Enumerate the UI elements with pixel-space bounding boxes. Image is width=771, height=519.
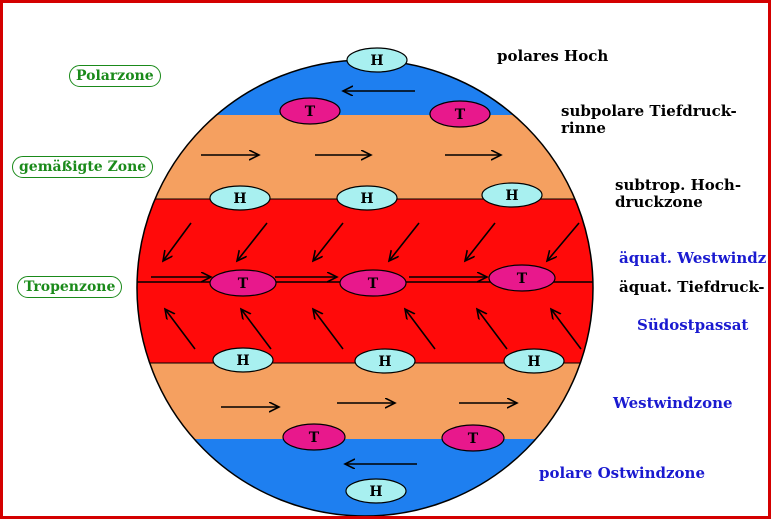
zone-label-tropic: Tropenzone	[17, 276, 123, 298]
high-pressure-subtropical-north-1: H	[209, 185, 271, 211]
low-pressure-equatorial-3: T	[488, 264, 556, 292]
high-pressure-subtropical-south-1: H	[212, 347, 274, 373]
high-pressure-subtropical-north-3: H	[481, 182, 543, 208]
arrow-se-trade-4	[405, 309, 436, 350]
label-southeast-trades: Südostpassat	[637, 316, 749, 334]
high-pressure-subtropical-north-2: H	[336, 185, 398, 211]
svg-text:H: H	[236, 353, 249, 369]
arrow-ne-trade-4	[389, 222, 420, 261]
arrow-ne-trade-6	[547, 222, 580, 261]
label-equatorial-westwinds: äquat. Westwindz	[619, 249, 767, 267]
arrow-se-trade-2	[241, 309, 272, 350]
high-pressure-north-pole: H	[346, 47, 408, 73]
arrow-ne-trade-1	[163, 222, 192, 261]
high-pressure-subtropical-south-3: H	[503, 348, 565, 374]
svg-text:T: T	[455, 107, 466, 123]
arrow-ne-trade-2	[237, 222, 268, 261]
low-pressure-subpolar-south-1: T	[282, 423, 346, 451]
svg-text:H: H	[233, 191, 246, 207]
svg-text:T: T	[368, 276, 379, 292]
label-subpolar-low-line1: subpolare Tiefdruck-	[561, 102, 737, 120]
wind-arrows	[151, 91, 582, 464]
svg-text:T: T	[305, 104, 316, 120]
globe: H T T H H H T	[136, 47, 594, 516]
low-pressure-equatorial-2: T	[339, 269, 407, 297]
arrow-se-trade-6	[551, 309, 582, 350]
low-pressure-subpolar-south-2: T	[441, 424, 505, 452]
high-pressure-subtropical-south-2: H	[354, 348, 416, 374]
arrow-se-trade-3	[313, 309, 344, 350]
label-subpolar-low-line2: rinne	[561, 119, 606, 137]
label-equatorial-low: äquat. Tiefdruck-	[619, 278, 765, 296]
svg-text:H: H	[360, 191, 373, 207]
low-pressure-subpolar-north-1: T	[279, 97, 341, 125]
label-subtrop-high-line1: subtrop. Hoch-	[615, 176, 742, 194]
arrow-se-trade-1	[165, 309, 196, 350]
arrow-ne-trade-5	[465, 222, 496, 261]
svg-text:H: H	[378, 354, 391, 370]
zone-label-polar: Polarzone	[69, 65, 161, 87]
arrow-ne-trade-3	[313, 222, 344, 261]
low-pressure-subpolar-north-2: T	[429, 100, 491, 128]
svg-text:H: H	[505, 188, 518, 204]
svg-text:H: H	[527, 354, 540, 370]
svg-text:T: T	[468, 431, 479, 447]
arrow-se-trade-5	[477, 309, 508, 350]
label-polar-high: polares Hoch	[497, 47, 609, 65]
svg-text:T: T	[238, 276, 249, 292]
label-westwind-zone: Westwindzone	[613, 394, 733, 412]
label-polar-easterlies: polare Ostwindzone	[539, 464, 705, 482]
svg-text:T: T	[517, 271, 528, 287]
low-pressure-equatorial-1: T	[209, 269, 277, 297]
high-pressure-south-pole: H	[345, 478, 407, 504]
label-subtrop-high-line2: druckzone	[615, 193, 703, 211]
svg-text:H: H	[370, 53, 383, 69]
svg-text:T: T	[309, 430, 320, 446]
svg-text:H: H	[369, 484, 382, 500]
zone-label-temperate: gemäßigte Zone	[12, 156, 154, 178]
